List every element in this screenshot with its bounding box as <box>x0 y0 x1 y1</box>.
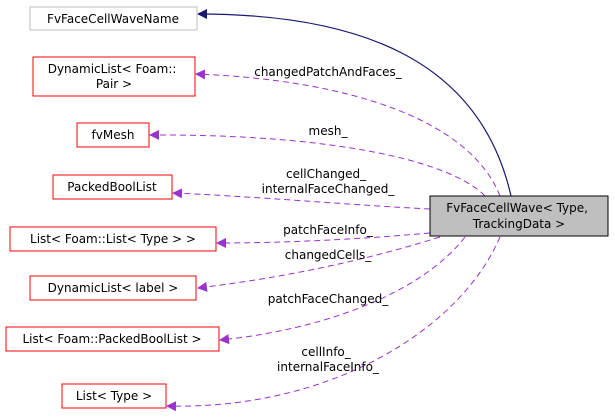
svg-text:List< Foam::List< Type > >: List< Foam::List< Type > > <box>30 232 196 246</box>
svg-text:DynamicList< Foam:: Pair: DynamicList< Foam:: Pair > <box>48 62 181 91</box>
edge-mesh <box>149 129 486 197</box>
edge-changed-patch-and-faces <box>195 69 501 197</box>
edge-patch-face-info <box>216 232 431 248</box>
svg-text:FvFaceCellWave< Type, Tr: FvFaceCellWave< Type, TrackingData > <box>446 201 592 231</box>
edge-label-changed-cells: changedCells_ <box>285 248 372 262</box>
node-list-list-type[interactable]: List< Foam::List< Type > > <box>9 226 217 252</box>
edge-inheritance <box>197 9 512 197</box>
edge-cell-info <box>166 236 501 412</box>
node-packedboollist[interactable]: PackedBoolList <box>52 174 173 200</box>
node-dynamiclist-label[interactable]: DynamicList< label > <box>29 275 197 301</box>
edge-patch-face-changed <box>219 236 466 345</box>
svg-text:List< Foam::PackedBoolList >: List< Foam::PackedBoolList > <box>22 332 201 346</box>
node-list-type[interactable]: List< Type > <box>61 383 167 409</box>
edge-label-cell-info: cellInfo_ internalFaceInfo_ <box>277 345 380 374</box>
edge-label-changed-patch-and-faces: changedPatchAndFaces_ <box>254 65 403 79</box>
svg-text:List< Type >: List< Type > <box>76 389 152 403</box>
svg-text:DynamicList< label >: DynamicList< label > <box>48 281 179 295</box>
node-list-packedboollist[interactable]: List< Foam::PackedBoolList > <box>5 326 220 352</box>
edge-label-patch-face-changed: patchFaceChanged_ <box>268 292 390 306</box>
node-fvmesh[interactable]: fvMesh <box>76 122 150 148</box>
edge-cell-changed <box>172 188 431 210</box>
edge-label-mesh: mesh_ <box>309 124 349 138</box>
edge-label-patch-face-info: patchFaceInfo_ <box>283 223 374 237</box>
edge-changed-cells <box>197 236 441 292</box>
node-dynamiclist-pair[interactable]: DynamicList< Foam:: Pair > <box>32 56 196 97</box>
edge-label-cell-changed: cellChanged_ internalFaceChanged_ <box>262 167 396 196</box>
node-fvfacecellwave-main[interactable]: FvFaceCellWave< Type, TrackingData > <box>429 195 609 237</box>
node-fvfacecellwavename[interactable]: FvFaceCellWaveName <box>29 6 198 31</box>
svg-text:PackedBoolList: PackedBoolList <box>67 180 157 194</box>
svg-text:FvFaceCellWaveName: FvFaceCellWaveName <box>47 12 179 26</box>
svg-text:fvMesh: fvMesh <box>92 128 135 142</box>
